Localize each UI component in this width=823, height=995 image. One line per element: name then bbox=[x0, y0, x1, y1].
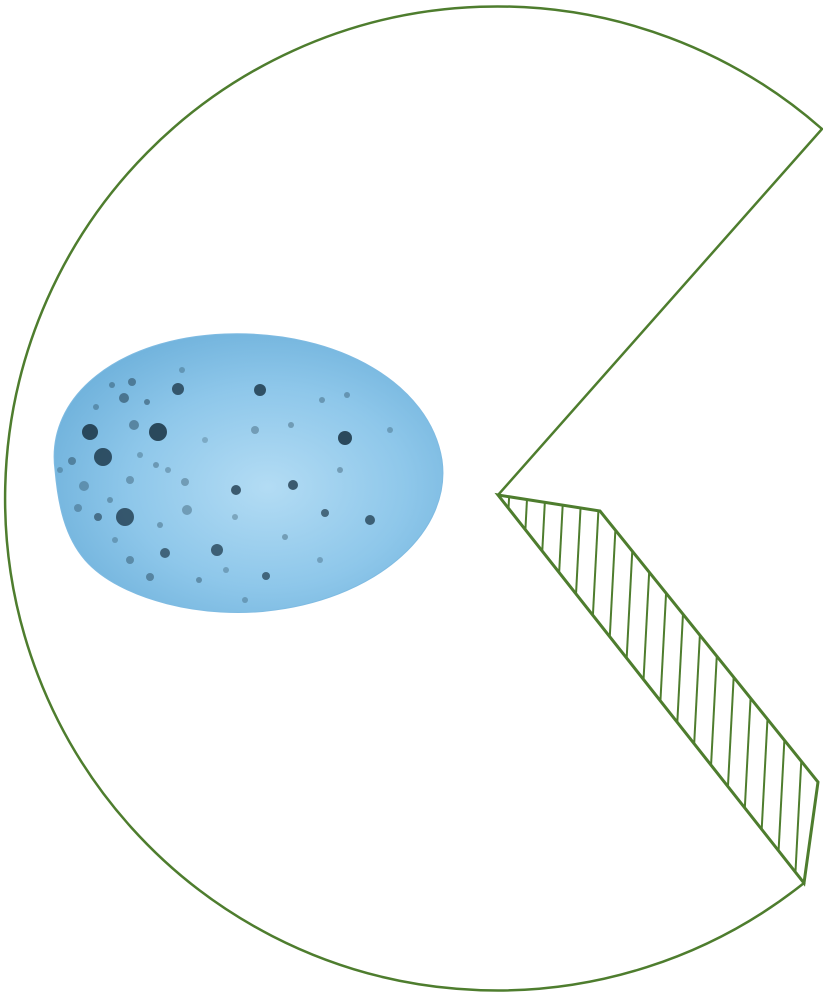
egg-speckle bbox=[160, 548, 170, 558]
egg-speckle bbox=[119, 393, 129, 403]
egg-speckle bbox=[144, 399, 150, 405]
egg-speckle bbox=[232, 514, 238, 520]
egg-speckle bbox=[254, 384, 266, 396]
egg-speckle bbox=[94, 513, 102, 521]
egg-speckle bbox=[107, 497, 113, 503]
egg-speckle bbox=[112, 537, 118, 543]
egg-speckle bbox=[68, 457, 76, 465]
egg-speckle bbox=[146, 573, 154, 581]
egg-speckle bbox=[337, 467, 343, 473]
egg-speckle bbox=[231, 485, 241, 495]
egg-speckle bbox=[242, 597, 248, 603]
egg-speckle bbox=[282, 534, 288, 540]
egg-speckle bbox=[116, 508, 134, 526]
egg-speckle bbox=[338, 431, 352, 445]
egg-speckle bbox=[74, 504, 82, 512]
egg-speckle bbox=[129, 420, 139, 430]
egg-speckle bbox=[288, 480, 298, 490]
egg-speckle bbox=[262, 572, 270, 580]
egg-speckle bbox=[317, 557, 323, 563]
egg-speckle bbox=[109, 382, 115, 388]
egg-speckle bbox=[202, 437, 208, 443]
egg-speckle bbox=[288, 422, 294, 428]
hatch-line bbox=[776, 480, 798, 900]
egg-speckle bbox=[387, 427, 393, 433]
hatch-line bbox=[794, 480, 816, 900]
egg-speckle bbox=[93, 404, 99, 410]
egg-speckle bbox=[149, 423, 167, 441]
egg-speckle bbox=[126, 556, 134, 564]
hatch-line bbox=[812, 480, 823, 900]
egg-speckle bbox=[172, 383, 184, 395]
egg-speckle bbox=[79, 481, 89, 491]
egg-speckle bbox=[365, 515, 375, 525]
egg-speckle bbox=[126, 476, 134, 484]
egg-speckle bbox=[137, 452, 143, 458]
egg-speckle bbox=[319, 397, 325, 403]
egg-speckle bbox=[223, 567, 229, 573]
egg-speckle bbox=[196, 577, 202, 583]
egg-speckle bbox=[211, 544, 223, 556]
egg-speckle bbox=[157, 522, 163, 528]
egg-speckle bbox=[128, 378, 136, 386]
egg-speckle bbox=[57, 467, 63, 473]
egg-speckle bbox=[153, 462, 159, 468]
egg-speckle bbox=[181, 478, 189, 486]
egg-speckle bbox=[179, 367, 185, 373]
egg-speckle bbox=[165, 467, 171, 473]
egg-speckle bbox=[344, 392, 350, 398]
egg-speckle bbox=[251, 426, 259, 434]
egg-speckle bbox=[94, 448, 112, 466]
egg-speckle bbox=[82, 424, 98, 440]
egg-speckle bbox=[182, 505, 192, 515]
egg-speckle bbox=[321, 509, 329, 517]
